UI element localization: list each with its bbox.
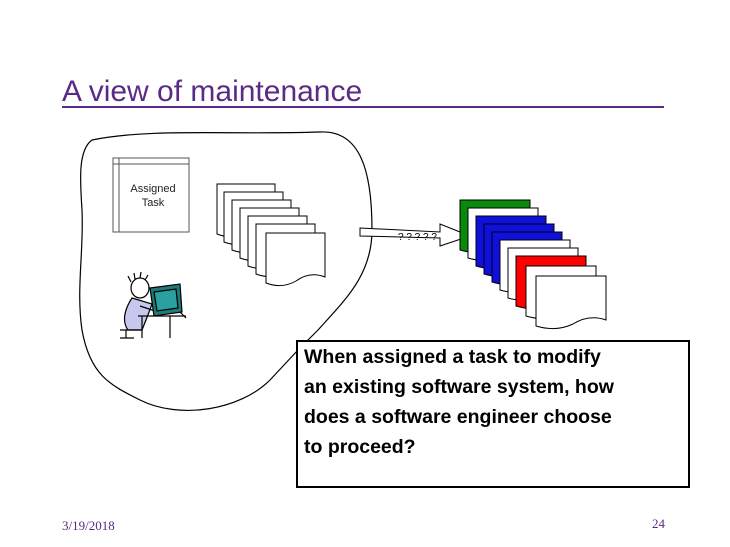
assigned-task-label: Assigned Task: [119, 182, 187, 210]
person-at-computer-icon: [120, 271, 187, 339]
question-line-2: an existing software system, how: [304, 376, 614, 398]
question-line-3: does a software engineer choose: [304, 406, 612, 428]
work-area-blob: [79, 131, 373, 411]
arrow-question-marks: ? ? ? ? ?: [398, 232, 437, 243]
slide-page-number: 24: [652, 516, 665, 531]
question-box: When assigned a task to modify an existi…: [296, 340, 690, 488]
assigned-task-label-line1: Assigned: [130, 183, 176, 195]
document-stack-icon: [216, 183, 326, 287]
assigned-task-label-line2: Task: [141, 197, 165, 209]
title-underline: [62, 106, 664, 108]
assigned-task-document: [112, 157, 190, 233]
slide-title: A view of maintenance: [62, 75, 363, 108]
arrow-icon: ? ? ? ? ?: [359, 223, 472, 247]
slide-date: 3/19/2018: [62, 518, 115, 533]
colored-document-stack: [459, 199, 607, 330]
question-line-4: to proceed?: [304, 436, 416, 458]
question-line-1: When assigned a task to modify: [304, 346, 601, 368]
